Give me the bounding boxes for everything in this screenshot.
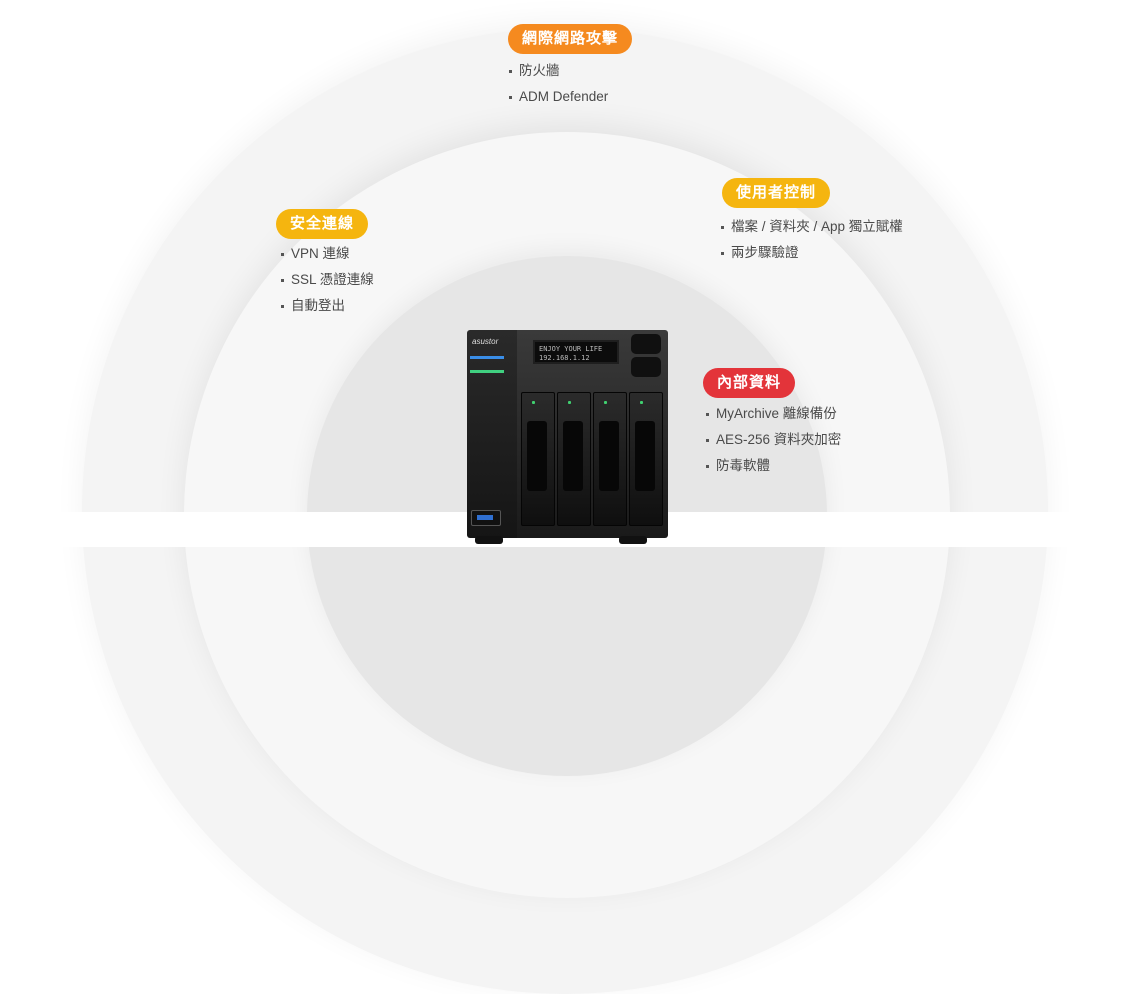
nas-front: ENJOY YOUR LIFE 192.168.1.12 [517,330,668,538]
status-led-icon [470,356,504,359]
lcd-buttons [631,334,661,378]
list-item: SSL 憑證連線 [281,267,374,293]
lcd-display: ENJOY YOUR LIFE 192.168.1.12 [533,340,619,364]
secure-connection-badge: 安全連線 [276,209,368,239]
drive-bays [521,392,664,524]
list-item: ADM Defender [509,84,608,110]
down-button-icon [631,357,661,377]
user-control-list: 檔案 / 資料夾 / App 獨立賦權 兩步驟驗證 [721,214,903,266]
drive-bay [593,392,627,526]
secure-connection-list: VPN 連線 SSL 憑證連線 自動登出 [281,241,374,319]
brand-logo: asustor [472,337,498,346]
lcd-line: 192.168.1.12 [539,354,617,363]
internal-data-list: MyArchive 離線備份 AES-256 資料夾加密 防毒軟體 [706,401,841,479]
list-item: 兩步驟驗證 [721,240,903,266]
drive-bay [521,392,555,526]
drive-bay [557,392,591,526]
internal-data-badge: 內部資料 [703,368,795,398]
nas-device: asustor ENJOY YOUR LIFE 192.168.1.12 [467,330,668,540]
usb-port-icon [471,510,501,526]
network-attack-badge: 網際網路攻擊 [508,24,632,54]
list-item: VPN 連線 [281,241,374,267]
lcd-line: ENJOY YOUR LIFE [539,345,617,354]
list-item: AES-256 資料夾加密 [706,427,841,453]
network-attack-list: 防火牆 ADM Defender [509,58,608,110]
foot [619,536,647,544]
list-item: MyArchive 離線備份 [706,401,841,427]
user-control-badge: 使用者控制 [722,178,830,208]
foot [475,536,503,544]
list-item: 自動登出 [281,293,374,319]
drive-bay [629,392,663,526]
list-item: 防火牆 [509,58,608,84]
network-led-icon [470,370,504,373]
list-item: 防毒軟體 [706,453,841,479]
up-button-icon [631,334,661,354]
nas-side-panel: asustor [467,330,517,538]
list-item: 檔案 / 資料夾 / App 獨立賦權 [721,214,903,240]
